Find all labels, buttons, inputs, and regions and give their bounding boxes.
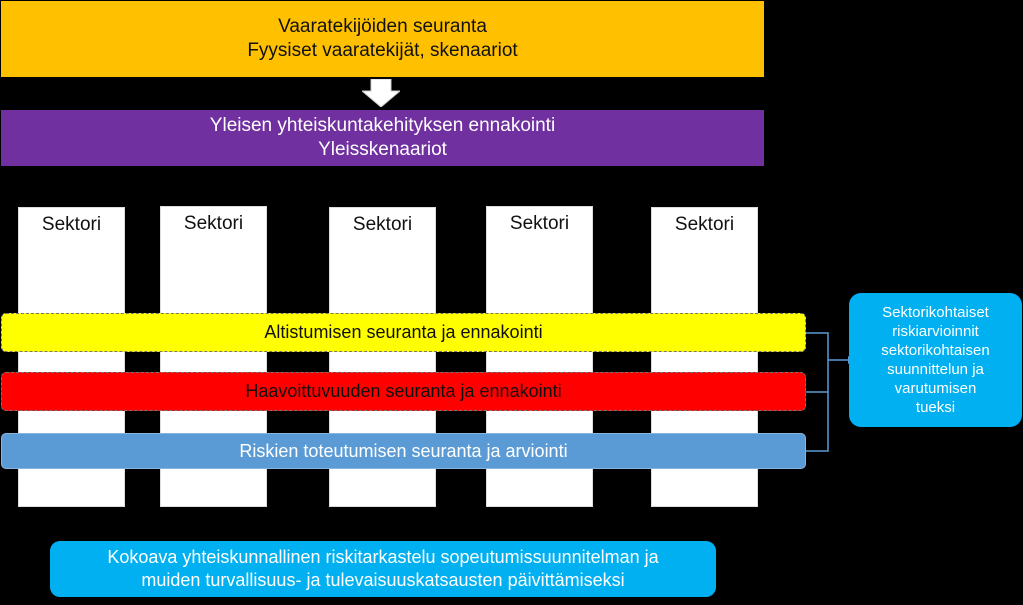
societal-forecast-subtitle: Yleisskenaariot [318,139,447,160]
side-box-line: sektorikohtaisen [881,342,990,359]
side-box-line: suunnittelun ja [887,361,984,378]
side-box-line: tueksi [915,399,956,416]
sector-label: Sektori [41,214,102,235]
sector-label: Sektori [183,213,244,234]
side-box-line: varutumisen [894,380,977,397]
bottom-box-line-2: muiden turvallisuus- ja tulevaisuuskatsa… [141,570,625,590]
hazard-monitoring-box: Vaaratekijöiden seuranta Fyysiset vaarat… [1,1,764,77]
risk-band-label: Riskien toteutumisen seuranta ja arvioin… [239,440,568,461]
risk-band: Riskien toteutumisen seuranta ja arvioin… [1,433,806,469]
bottom-box-line-1: Kokoava yhteiskunnallinen riskitarkastel… [107,547,659,567]
hazard-monitoring-subtitle: Fyysiset vaaratekijät, skenaariot [247,40,518,61]
side-box-line: riskiarvioinnit [892,323,979,340]
societal-forecast-title: Yleisen yhteiskuntakehityksen ennakointi [209,115,556,136]
hazard-monitoring-title: Vaaratekijöiden seuranta [278,16,487,37]
societal-forecast-box: Yleisen yhteiskuntakehityksen ennakointi… [1,110,764,166]
sector-label: Sektori [509,213,570,234]
vulnerability-band-label: Haavoittuvuuden seuranta ja ennakointi [245,381,562,401]
down-arrow-icon [362,79,400,107]
exposure-band: Altistumisen seuranta ja ennakointi [1,313,806,352]
sector-risk-assessment-box: Sektorikohtaiset riskiarvioinnit sektori… [849,293,1022,427]
exposure-band-label: Altistumisen seuranta ja ennakointi [264,322,543,342]
sector-label: Sektori [674,214,735,235]
societal-risk-review-box: Kokoava yhteiskunnallinen riskitarkastel… [50,541,716,597]
sector-label: Sektori [352,214,413,235]
side-box-line: Sektorikohtaiset [882,304,989,321]
vulnerability-band: Haavoittuvuuden seuranta ja ennakointi [1,372,806,411]
